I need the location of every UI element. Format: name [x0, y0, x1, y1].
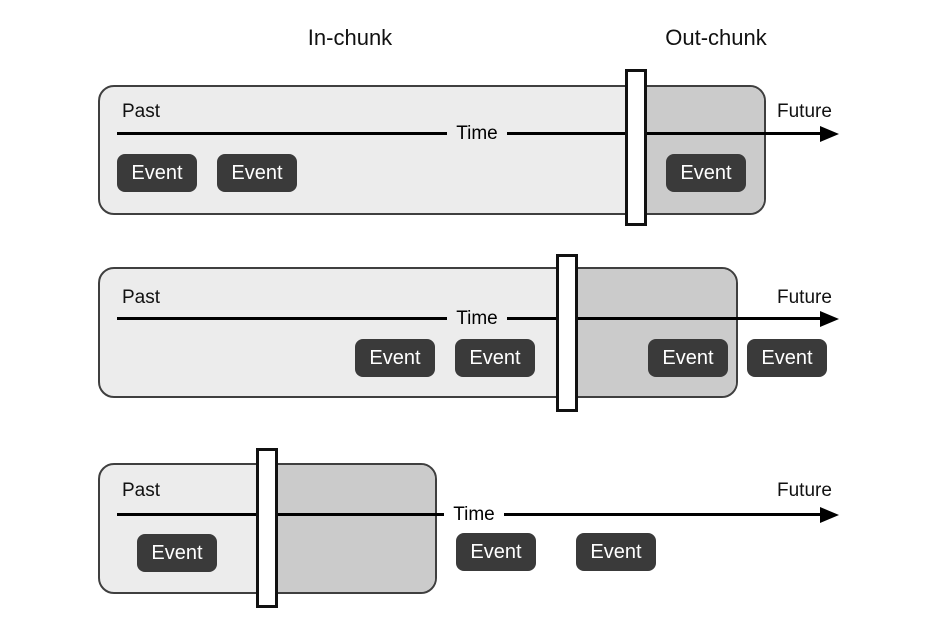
- out-chunk-region-3: [264, 465, 435, 592]
- event-box: Event: [137, 534, 217, 572]
- event-box: Event: [648, 339, 728, 377]
- time-label-3: Time: [444, 502, 504, 527]
- event-box: Event: [217, 154, 297, 192]
- past-label-3: Past: [122, 480, 161, 501]
- chunk-boundary-bar-2: [556, 254, 578, 412]
- future-label-2: Future: [777, 287, 832, 308]
- event-box: Event: [747, 339, 827, 377]
- chunk-rect-1: [98, 85, 766, 215]
- event-box: Event: [666, 154, 746, 192]
- past-label-1: Past: [122, 101, 161, 122]
- chunk-boundary-bar-3: [256, 448, 278, 608]
- time-arrowhead-2: [820, 311, 839, 327]
- time-label-2: Time: [447, 306, 507, 331]
- label-in-chunk: In-chunk: [307, 25, 393, 50]
- past-label-2: Past: [122, 287, 161, 308]
- future-label-3: Future: [777, 480, 832, 501]
- label-out-chunk: Out-chunk: [665, 25, 767, 50]
- event-box: Event: [355, 339, 435, 377]
- event-box: Event: [455, 339, 535, 377]
- time-arrowhead-1: [820, 126, 839, 142]
- chunk-rect-2: [98, 267, 738, 398]
- event-box: Event: [117, 154, 197, 192]
- chunk-boundary-bar-1: [625, 69, 647, 226]
- event-box: Event: [576, 533, 656, 571]
- future-label-1: Future: [777, 101, 832, 122]
- time-label-1: Time: [447, 121, 507, 146]
- time-arrowhead-3: [820, 507, 839, 523]
- out-chunk-region-1: [633, 87, 764, 213]
- event-box: Event: [456, 533, 536, 571]
